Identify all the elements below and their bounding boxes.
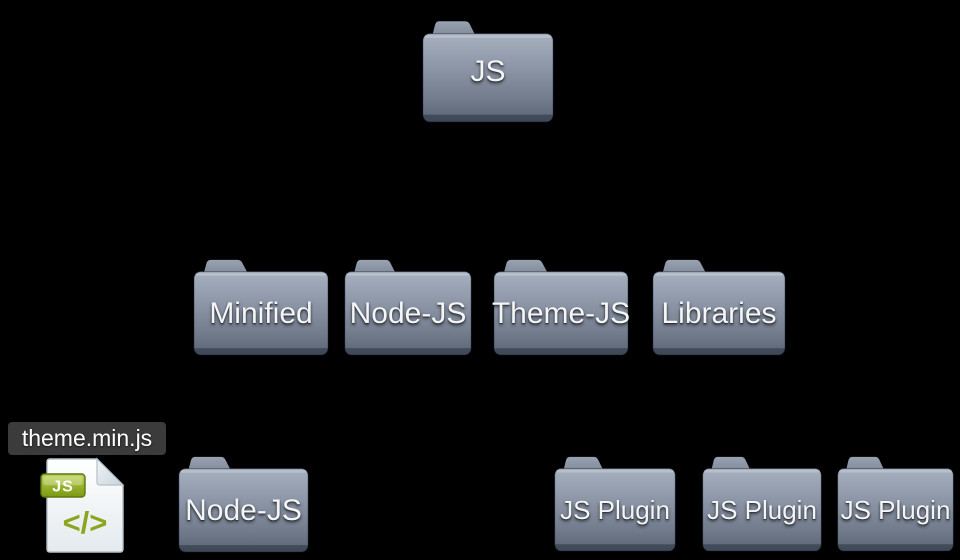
file-name-tag: theme.min.js bbox=[8, 422, 166, 455]
folder-icon bbox=[422, 21, 554, 123]
js-file-icon: JS </> bbox=[40, 457, 125, 553]
folder-icon bbox=[837, 456, 954, 552]
folder-minified[interactable]: Minified bbox=[192, 255, 330, 357]
js-badge: JS bbox=[40, 473, 86, 498]
folder-js-root[interactable]: JS bbox=[421, 16, 555, 124]
code-glyph: </> bbox=[63, 505, 108, 540]
folder-icon bbox=[652, 259, 786, 356]
folder-icon bbox=[702, 456, 822, 552]
folder-icon bbox=[554, 456, 676, 552]
js-file-theme-min[interactable]: JS </> bbox=[40, 457, 126, 555]
folder-icon bbox=[493, 259, 629, 356]
folder-libraries[interactable]: Libraries bbox=[651, 255, 787, 357]
folder-icon bbox=[193, 259, 329, 356]
js-badge-text: JS bbox=[52, 479, 74, 496]
folder-theme-js[interactable]: Theme-JS bbox=[492, 255, 630, 357]
folder-icon bbox=[178, 456, 309, 553]
folder-node-js[interactable]: Node-JS bbox=[343, 255, 473, 357]
folder-js-plugin-2[interactable]: JS Plugin bbox=[701, 452, 823, 553]
folder-js-plugin-1[interactable]: JS Plugin bbox=[553, 452, 677, 553]
folder-node-js-child[interactable]: Node-JS bbox=[177, 452, 310, 554]
folder-icon bbox=[344, 259, 472, 356]
folder-js-plugin-3[interactable]: JS Plugin bbox=[836, 452, 955, 553]
